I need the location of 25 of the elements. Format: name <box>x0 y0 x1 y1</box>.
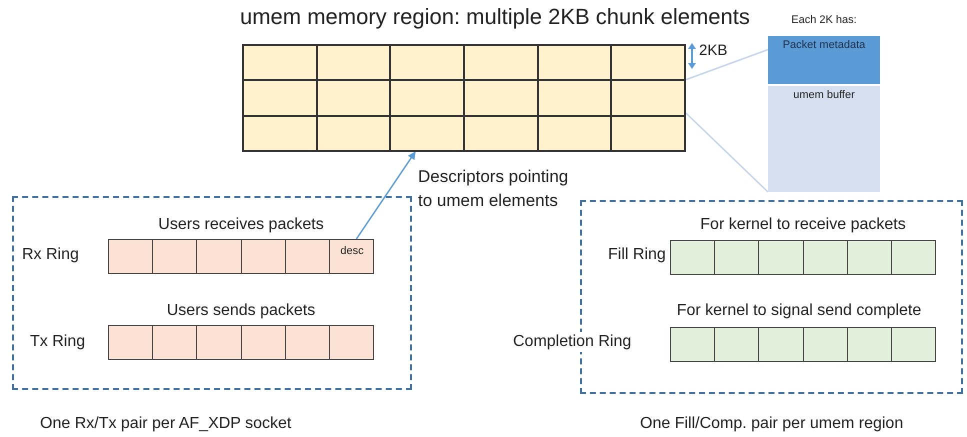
ring-buffer <box>108 302 374 360</box>
metadata-block: Packet metadata <box>768 36 880 84</box>
ring-label: Completion Ring <box>513 332 632 352</box>
ring-label: Fill Ring <box>608 245 666 265</box>
ring-label: Tx Ring <box>30 332 86 352</box>
chunk-layout-panel <box>768 14 880 192</box>
group-caption: One Fill/Comp. pair per umem region <box>640 415 904 433</box>
ring-heading: For kernel to receive packets <box>699 216 907 234</box>
arrow <box>356 151 416 240</box>
group-caption: One Rx/Tx pair per AF_XDP socket <box>40 415 292 433</box>
buffer-block: umem buffer <box>768 86 880 192</box>
dashed-group-frame <box>12 196 412 390</box>
ring-heading: Users sends packets <box>166 302 316 320</box>
zoom-line <box>686 48 768 80</box>
memory-grid <box>242 44 686 152</box>
descriptor-cell: desc <box>330 239 374 274</box>
ring-heading: For kernel to signal send complete <box>676 302 922 320</box>
ring-label: Rx Ring <box>22 245 79 265</box>
ring-buffer <box>670 216 936 275</box>
ring-buffer <box>108 216 374 274</box>
ring-heading: Users receives packets <box>157 216 325 234</box>
zoom-line <box>685 112 769 193</box>
diagram-title: umem memory region: multiple 2KB chunk elements <box>240 4 750 30</box>
dimension-label: 2KB <box>699 42 728 59</box>
panel-heading: Each 2K has: <box>790 14 858 26</box>
